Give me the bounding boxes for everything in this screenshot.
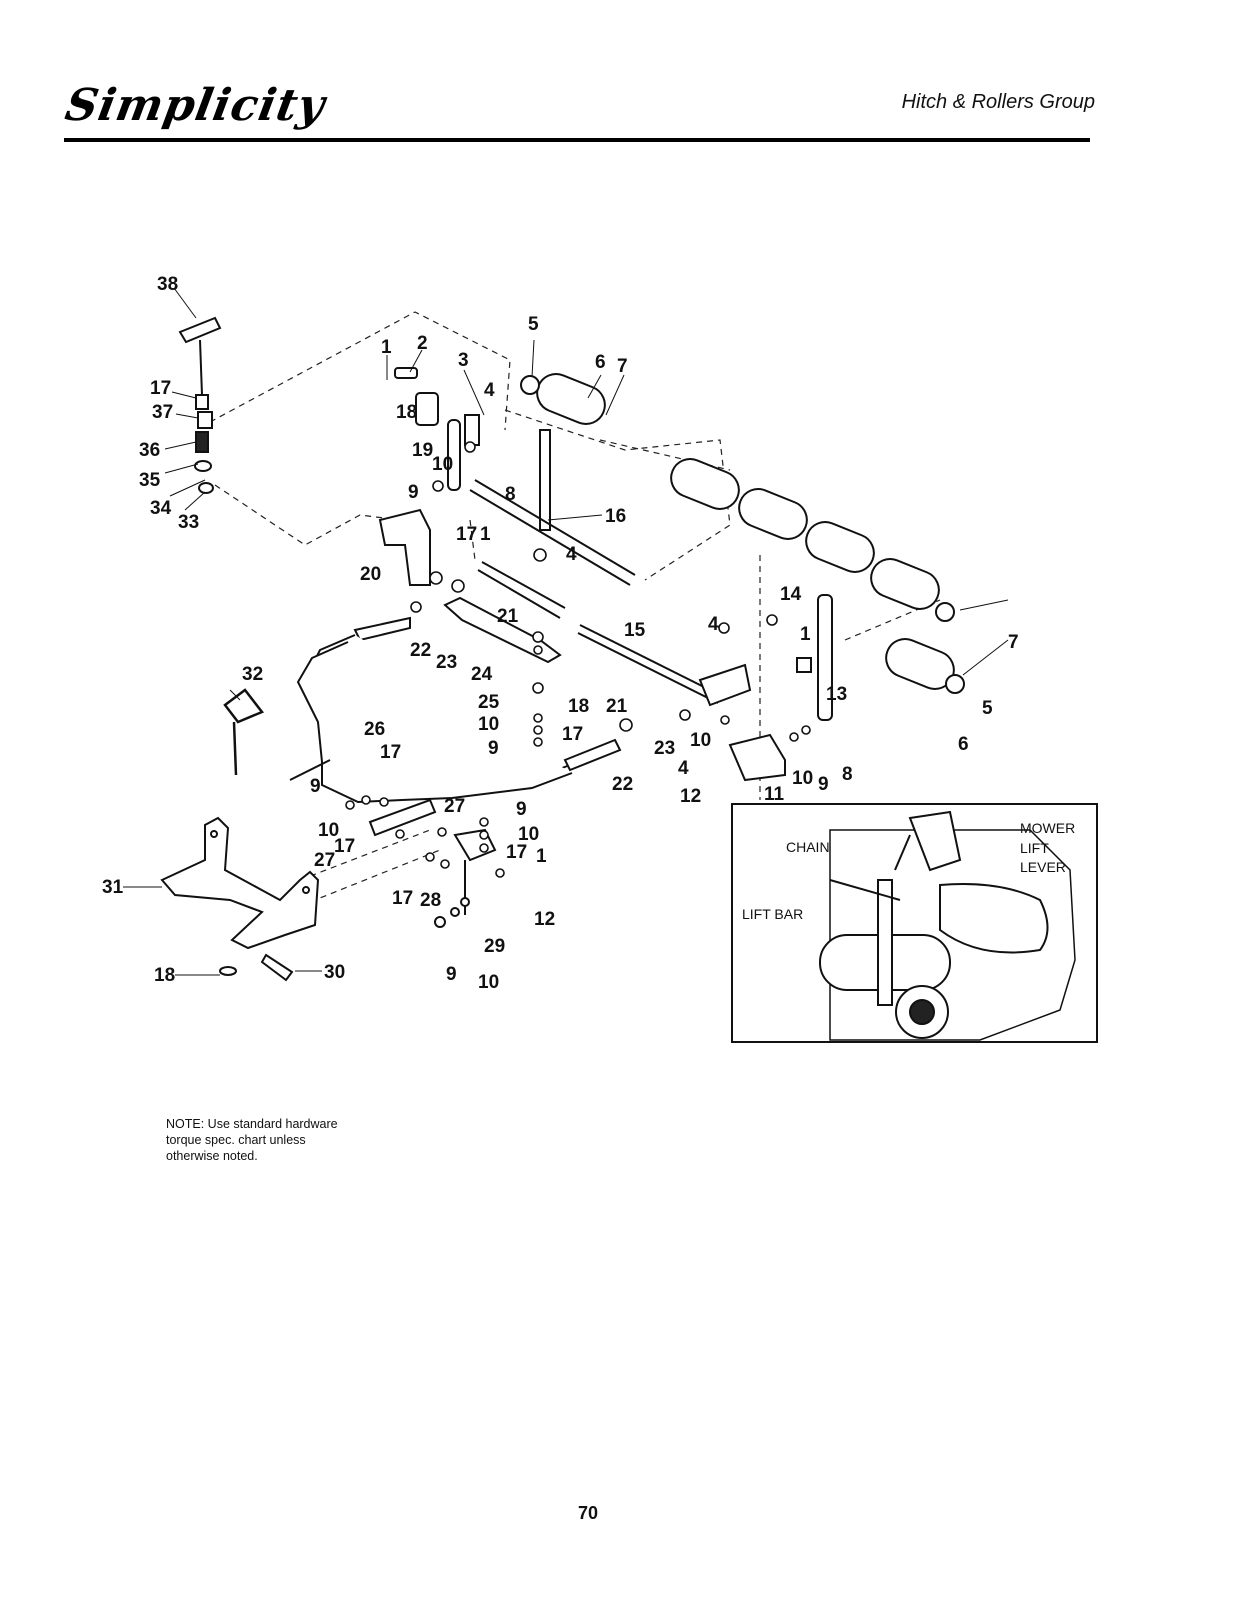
callout: 9	[488, 738, 499, 759]
callout: 4	[566, 544, 577, 565]
callout: 31	[102, 877, 124, 898]
callout: 17	[150, 378, 171, 399]
hitch-bracket-20	[378, 508, 431, 586]
callout: 1	[480, 524, 491, 545]
inset-label-chain: CHAIN	[786, 839, 830, 855]
callout: 10	[478, 714, 499, 735]
callout: 34	[150, 498, 172, 519]
callout: 4	[708, 614, 719, 635]
callout: 23	[436, 652, 457, 673]
callout: 12	[534, 909, 555, 930]
inset-label-lift-bar: LIFT BAR	[742, 906, 803, 922]
callout: 8	[505, 484, 516, 505]
callout: 16	[605, 506, 626, 527]
callout: 1	[536, 846, 547, 867]
header-rule	[64, 138, 1090, 142]
callout: 12	[680, 786, 701, 807]
callout: 36	[139, 440, 160, 461]
callout: 5	[982, 698, 993, 719]
inset-label-lift: LIFT	[1020, 840, 1049, 856]
callout: 18	[396, 402, 417, 423]
callout: 18	[568, 696, 589, 717]
callout: 6	[595, 352, 606, 373]
callout: 13	[826, 684, 847, 705]
callout: 9	[408, 482, 419, 503]
hardware-note: NOTE: Use standard hardware torque spec.…	[166, 1116, 426, 1164]
callout: 27	[444, 796, 465, 817]
callout: 14	[780, 584, 802, 605]
callout: 19	[412, 440, 433, 461]
callout: 10	[518, 824, 539, 845]
inset-detail	[731, 803, 1098, 1043]
callout: 17	[380, 742, 401, 763]
main-hitch-bar-26	[289, 616, 622, 804]
callout: 20	[360, 564, 381, 585]
callout: 7	[617, 356, 628, 377]
callout: 15	[624, 620, 646, 641]
callout: 11	[764, 784, 785, 805]
rollers	[520, 373, 965, 694]
pin-32	[223, 688, 264, 776]
pins-18-30	[219, 953, 294, 982]
callout: 5	[528, 314, 539, 335]
hardware-items	[345, 441, 811, 878]
lift-arm-24-and-rods	[443, 561, 752, 707]
inset-label-mower: MOWER	[1020, 820, 1075, 836]
inset-label-lever: LEVER	[1020, 859, 1066, 875]
callout: 10	[318, 820, 339, 841]
callout: 7	[1008, 632, 1019, 653]
callout-labels: 38 17 37 36 35 34 33 1 2 18 3 19 10 9 4 …	[102, 274, 1019, 993]
callout: 1	[800, 624, 811, 645]
callout: 9	[446, 964, 457, 985]
callout: 17	[562, 724, 583, 745]
callout: 9	[818, 774, 829, 795]
callout: 38	[157, 274, 178, 295]
callout: 35	[139, 470, 161, 491]
note-line: torque spec. chart unless	[166, 1133, 306, 1147]
callout: 9	[310, 776, 321, 797]
callout: 17	[334, 836, 355, 857]
callout: 17	[392, 888, 413, 909]
callout: 37	[152, 402, 173, 423]
callout: 29	[484, 936, 505, 957]
callout: 10	[478, 972, 499, 993]
callout: 27	[314, 850, 335, 871]
note-line: otherwise noted.	[166, 1149, 258, 1163]
callout: 26	[364, 719, 385, 740]
callout: 25	[478, 692, 500, 713]
lift-bar-16	[469, 429, 636, 586]
callout: 10	[792, 768, 813, 789]
callout: 3	[458, 350, 469, 371]
callout: 18	[154, 965, 175, 986]
drawbar-31	[160, 816, 320, 950]
left-handle-assembly	[178, 316, 222, 494]
callout: 8	[842, 764, 853, 785]
callout: 21	[606, 696, 628, 717]
callout: 10	[432, 454, 453, 475]
callout: 6	[958, 734, 969, 755]
right-side-bracket-11	[728, 594, 833, 782]
inset-labels: CHAIN LIFT BAR MOWER LIFT LEVER	[742, 820, 1075, 922]
callout: 1	[381, 337, 392, 358]
callout: 24	[471, 664, 493, 685]
callout: 30	[324, 962, 345, 983]
callout: 32	[242, 664, 263, 685]
callout: 23	[654, 738, 675, 759]
callout: 4	[484, 380, 495, 401]
callout: 4	[678, 758, 689, 779]
callout: 17	[456, 524, 477, 545]
callout: 21	[497, 606, 519, 627]
callout: 28	[420, 890, 441, 911]
callout: 9	[516, 799, 527, 820]
section-title: Hitch & Rollers Group	[901, 91, 1095, 113]
callout: 2	[417, 333, 428, 354]
callout: 22	[410, 640, 431, 661]
callout: 22	[612, 774, 633, 795]
callout: 10	[690, 730, 711, 751]
callout: 33	[178, 512, 199, 533]
page-number: 70	[578, 1503, 599, 1523]
callout: 17	[506, 842, 527, 863]
note-line: NOTE: Use standard hardware	[166, 1117, 338, 1131]
